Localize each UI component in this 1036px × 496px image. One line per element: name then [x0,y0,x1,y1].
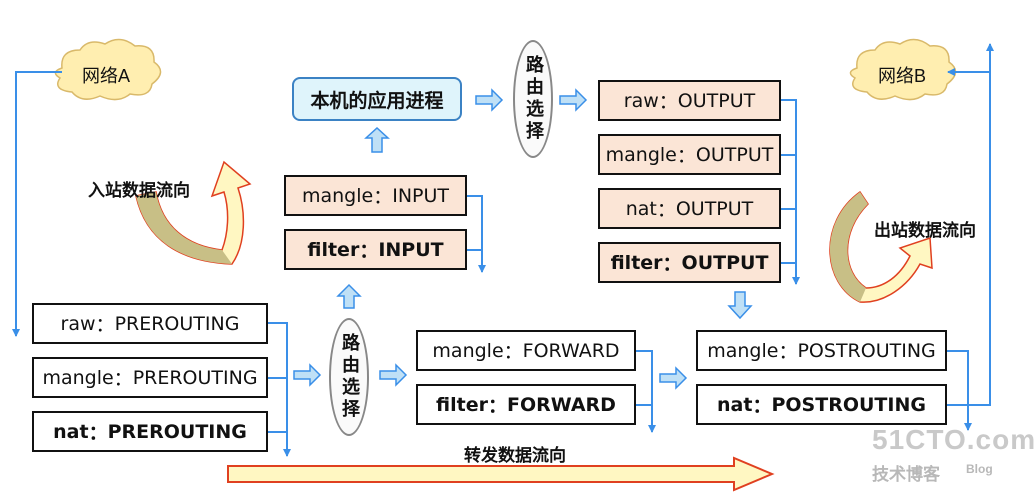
arrow-input-to-app [364,126,390,153]
watermark-blog: Blog [966,462,993,476]
table-name: mangle [42,366,114,389]
separator: ： [373,186,393,208]
box-filter-output: filter：OUTPUT [598,242,781,283]
outbound-flow-label: 出站数据流向 [874,221,976,241]
box-raw-output: raw：OUTPUT [598,80,781,121]
box-mangle-output: mangle：OUTPUT [598,134,781,175]
table-name: filter [307,238,360,261]
separator: ： [88,422,108,444]
separator: ： [752,395,772,417]
separator: ： [778,341,798,363]
line-network-a-to-prerouting [12,71,62,337]
connector-lines [12,43,994,457]
chain-name: PREROUTING [114,312,240,335]
arrow-forward-to-postrouting [659,366,688,390]
cloud-network-b [849,38,957,101]
separator: ： [658,91,678,113]
inbound-flow-arrow [135,160,252,265]
bracket-postrouting [946,350,972,431]
app-process-box: 本机的应用进程 [292,77,462,121]
table-name: filter [436,393,488,416]
box-nat-prerouting: nat：PREROUTING [32,411,268,452]
forward-flow-label: 转发数据流向 [464,446,566,466]
chain-name: POSTROUTING [797,339,936,362]
watermark-site: 51CTO.com [872,424,1036,455]
routing-decision-bottom: 路由选择 [329,318,369,436]
bracket-prerouting [268,322,291,457]
separator: ： [656,199,676,221]
table-name: mangle [432,339,504,362]
cloud-network-a [54,38,162,101]
chain-name: OUTPUT [677,89,756,112]
arrow-routing-to-output [559,88,588,112]
chain-name: OUTPUT [675,197,754,220]
table-name: mangle [605,143,677,166]
bracket-forward [636,350,656,433]
chain-name: PREROUTING [107,420,247,443]
arrow-routing-to-input [336,283,362,309]
outbound-flow-arrow [829,190,933,303]
bracket-input [466,195,486,273]
box-nat-output: nat：OUTPUT [598,188,781,229]
chain-name: INPUT [392,184,450,207]
table-name: mangle [707,339,779,362]
table-name: filter [610,251,663,274]
line-postrouting-up [968,43,994,406]
box-mangle-forward: mangle：FORWARD [416,330,636,371]
arrow-prerouting-to-routing [293,363,322,387]
table-name: raw [60,312,96,335]
box-nat-postrouting: nat：POSTROUTING [696,384,947,425]
chain-name: OUTPUT [681,251,769,274]
table-name: raw [623,89,659,112]
chain-name: INPUT [378,238,444,261]
box-mangle-prerouting: mangle：PREROUTING [32,357,268,398]
box-mangle-input: mangle：INPUT [284,175,467,216]
chain-name: FORWARD [522,339,620,362]
arrow-routing-to-forward [379,363,408,387]
network-b-label: 网络B [877,66,926,86]
routing-decision-top: 路由选择 [513,40,553,158]
box-filter-input: filter：INPUT [284,229,467,270]
app-process-label: 本机的应用进程 [310,89,444,112]
arrow-output-to-postrouting [727,291,753,320]
arrow-app-to-routing [475,88,504,112]
separator: ： [662,253,682,275]
separator: ： [95,314,115,336]
separator: ： [503,341,523,363]
separator: ： [359,240,379,262]
table-name: nat [53,420,89,443]
chain-name: OUTPUT [695,143,774,166]
forward-flow-arrow [227,456,775,492]
chain-name: PREROUTING [132,366,258,389]
table-name: nat [625,197,657,220]
box-raw-prerouting: raw：PREROUTING [32,303,268,344]
routing-label: 路由选择 [339,333,360,421]
inbound-flow-label: 入站数据流向 [88,181,190,201]
routing-label: 路由选择 [523,55,544,143]
separator: ： [676,145,696,167]
watermark-sub: 技术博客 [872,465,940,484]
diagram-canvas [12,38,994,492]
flow-arrows [293,88,753,390]
network-a-label: 网络A [81,66,130,86]
table-name: nat [717,393,753,416]
chain-name: POSTROUTING [771,393,926,416]
chain-name: FORWARD [506,393,616,416]
box-mangle-postrouting: mangle：POSTROUTING [696,330,947,371]
table-name: mangle [301,184,374,207]
separator: ： [487,395,507,417]
box-filter-forward: filter：FORWARD [416,384,636,425]
bracket-output [780,99,800,285]
separator: ： [113,368,133,390]
